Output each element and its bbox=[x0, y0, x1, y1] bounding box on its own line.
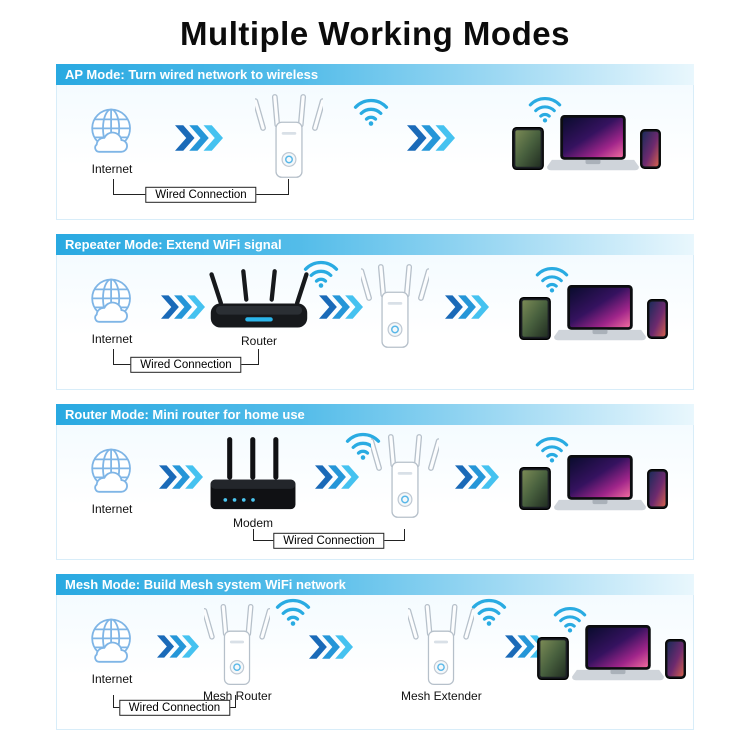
internet-label: Internet bbox=[91, 502, 133, 516]
panel-header: AP Mode: Turn wired network to wireless bbox=[56, 64, 694, 85]
mesh-extender-device: Mesh Extender bbox=[401, 603, 482, 703]
wifi-extender-icon bbox=[371, 433, 439, 519]
client-devices-group bbox=[519, 433, 669, 515]
wired-connection-bracket: Wired Connection bbox=[113, 179, 289, 203]
wifi-extender-icon bbox=[204, 603, 270, 686]
modem-icon bbox=[205, 437, 301, 513]
client-devices-group bbox=[537, 603, 687, 685]
chevron-arrows-icon bbox=[309, 635, 353, 659]
chevron-arrows-icon bbox=[157, 635, 199, 658]
chevron-arrows-icon bbox=[407, 125, 455, 151]
chevron-arrows-icon bbox=[319, 295, 363, 319]
laptop-icon bbox=[553, 455, 647, 513]
panel-header: Repeater Mode: Extend WiFi signal bbox=[56, 234, 694, 255]
smartphone-icon bbox=[647, 299, 668, 339]
internet-label: Internet bbox=[91, 162, 133, 176]
wired-connection-bracket: Wired Connection bbox=[113, 349, 259, 373]
internet-device: Internet bbox=[85, 275, 139, 346]
internet-globe-icon bbox=[85, 105, 139, 159]
wifi-extender-device bbox=[371, 433, 439, 519]
laptop-icon bbox=[571, 625, 665, 683]
wifi-extender-icon bbox=[361, 263, 429, 349]
mesh-extender-label: Mesh Extender bbox=[401, 689, 482, 703]
internet-device: Internet bbox=[85, 615, 139, 686]
laptop-icon bbox=[546, 115, 640, 173]
router-label: Router bbox=[240, 334, 278, 348]
panel-header: Mesh Mode: Build Mesh system WiFi networ… bbox=[56, 574, 694, 595]
tablet-icon bbox=[519, 467, 551, 510]
panel-body: Wired Connection Internet Modem bbox=[56, 425, 694, 560]
tablet-icon bbox=[512, 127, 544, 170]
wired-connection-label: Wired Connection bbox=[130, 356, 242, 373]
wired-connection-bracket: Wired Connection bbox=[253, 529, 405, 549]
router-icon bbox=[207, 269, 311, 331]
wifi-extender-device bbox=[255, 93, 323, 179]
wired-connection-label: Wired Connection bbox=[118, 699, 231, 716]
wired-connection-bracket: Wired Connection bbox=[113, 695, 236, 716]
chevron-arrows-icon bbox=[161, 295, 205, 319]
wifi-signal-icon bbox=[353, 95, 389, 126]
internet-device: Internet bbox=[85, 105, 139, 176]
internet-globe-icon bbox=[85, 445, 139, 499]
smartphone-icon bbox=[640, 129, 661, 169]
internet-label: Internet bbox=[91, 332, 133, 346]
smartphone-icon bbox=[647, 469, 668, 509]
panel-header: Router Mode: Mini router for home use bbox=[56, 404, 694, 425]
internet-label: Internet bbox=[91, 672, 133, 686]
mesh-router-label: Mesh Router bbox=[203, 689, 272, 703]
tablet-icon bbox=[537, 637, 569, 680]
mesh-router-device: Mesh Router bbox=[203, 603, 272, 703]
laptop-icon bbox=[553, 285, 647, 343]
modem-device: Modem bbox=[205, 437, 301, 530]
wired-connection-label: Wired Connection bbox=[273, 532, 385, 549]
wifi-signal-icon bbox=[275, 595, 311, 626]
wifi-extender-icon bbox=[408, 603, 474, 686]
panel-ap-mode: AP Mode: Turn wired network to wireless … bbox=[56, 64, 694, 220]
internet-device: Internet bbox=[85, 445, 139, 516]
wifi-extender-icon bbox=[255, 93, 323, 179]
router-device: Router bbox=[207, 269, 311, 348]
chevron-arrows-icon bbox=[175, 125, 223, 151]
wired-connection-label: Wired Connection bbox=[145, 186, 257, 203]
panel-router-mode: Router Mode: Mini router for home use Wi… bbox=[56, 404, 694, 560]
chevron-arrows-icon bbox=[159, 465, 203, 489]
internet-globe-icon bbox=[85, 275, 139, 329]
internet-globe-icon bbox=[85, 615, 139, 669]
panel-body: Wired Connection Internet bbox=[56, 85, 694, 220]
chevron-arrows-icon bbox=[315, 465, 359, 489]
wifi-extender-device bbox=[361, 263, 429, 349]
chevron-arrows-icon bbox=[455, 465, 499, 489]
client-devices-group bbox=[512, 93, 662, 175]
client-devices-group bbox=[519, 263, 669, 345]
page-title: Multiple Working Modes bbox=[180, 15, 570, 52]
modem-label: Modem bbox=[232, 516, 273, 530]
panel-body: Wired Connection Internet Mesh Router Me… bbox=[56, 595, 694, 730]
chevron-arrows-icon bbox=[445, 295, 489, 319]
panel-mesh-mode: Mesh Mode: Build Mesh system WiFi networ… bbox=[56, 574, 694, 730]
tablet-icon bbox=[519, 297, 551, 340]
panel-body: Wired Connection Internet Router bbox=[56, 255, 694, 390]
smartphone-icon bbox=[665, 639, 686, 679]
panel-repeater-mode: Repeater Mode: Extend WiFi signal Wired … bbox=[56, 234, 694, 390]
